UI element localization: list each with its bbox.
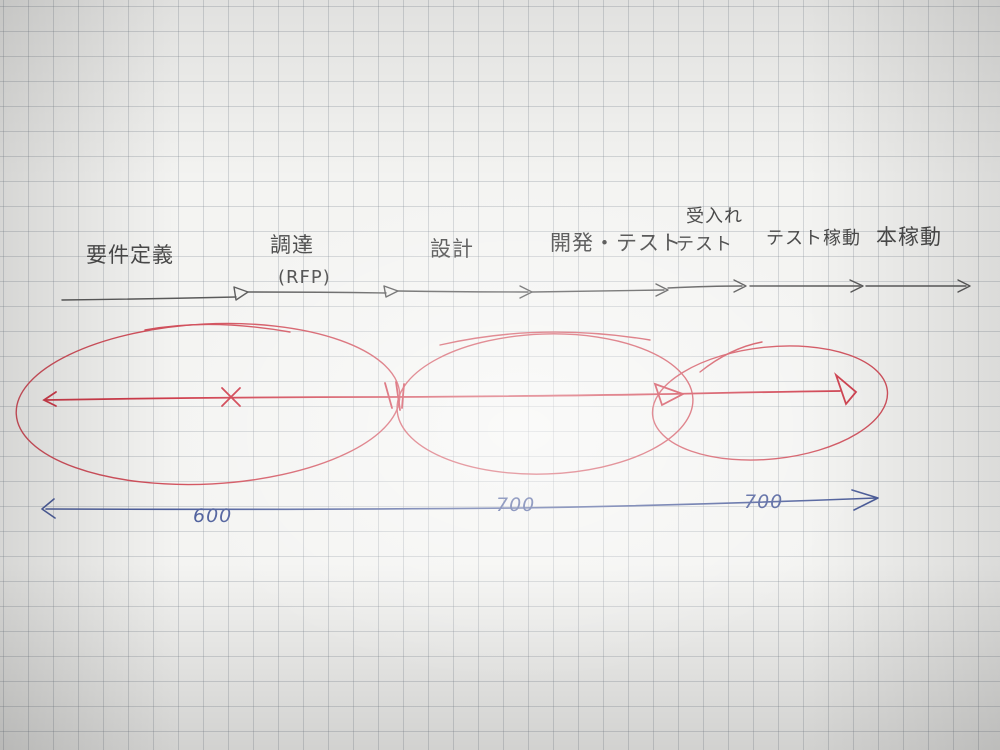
duration-label-2: 700 bbox=[496, 494, 535, 516]
timeline-arrow-requirements bbox=[61, 296, 237, 301]
phase-label-acceptance: 受入れ bbox=[686, 206, 743, 227]
arrowhead-icon bbox=[834, 372, 858, 406]
duration-label-1: 600 bbox=[193, 505, 232, 527]
boundary-mark-icon bbox=[384, 381, 405, 411]
red-ellipse-design-dev bbox=[396, 333, 694, 475]
phase-sublabel-acceptance-test: テスト bbox=[676, 234, 733, 255]
timeline-arrow-dev-test bbox=[531, 289, 665, 293]
red-ellipse-acceptance-production bbox=[651, 345, 889, 461]
timeline-arrow-acceptance bbox=[667, 285, 743, 289]
red-grouping bbox=[15, 322, 889, 486]
duration-label-3: 700 bbox=[744, 491, 783, 513]
phase-label-procurement: 調達 bbox=[270, 233, 314, 257]
arrowhead-icon bbox=[383, 285, 399, 298]
phase-label-dev-test: 開発・テスト bbox=[550, 231, 682, 255]
timeline-arrow-design bbox=[397, 290, 529, 293]
blue-duration-line: 600 700 700 bbox=[41, 489, 879, 527]
red-ellipse-overstroke bbox=[699, 341, 763, 373]
arrowhead-icon bbox=[233, 286, 249, 301]
timeline-arrow-procurement bbox=[247, 291, 387, 294]
right-arrowhead-icon bbox=[851, 489, 879, 511]
phase-sublabel-rfp: (RFP) bbox=[278, 267, 331, 288]
phase-label-trial-run: テスト稼動 bbox=[766, 228, 861, 249]
phase-label-design: 設計 bbox=[430, 237, 474, 261]
phase-label-requirements: 要件定義 bbox=[86, 243, 174, 267]
red-ellipse-requirements-procurement bbox=[15, 322, 401, 486]
red-timeline-arrow bbox=[45, 390, 841, 401]
pencil-timeline bbox=[61, 279, 971, 301]
phase-label-production: 本稼動 bbox=[876, 225, 942, 249]
